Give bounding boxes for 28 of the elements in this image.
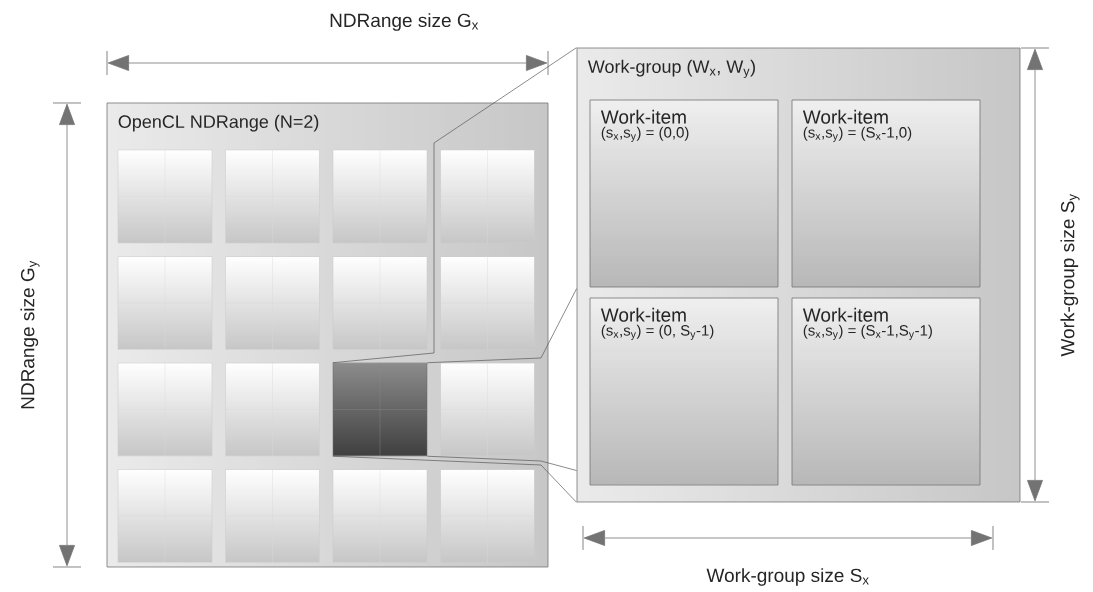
dimension-label: NDRange size G$_{x}$: [330, 13, 479, 31]
zoom-line: [332, 455, 577, 503]
tile: [332, 469, 428, 563]
tile: [117, 256, 213, 350]
zoom-line: [426, 455, 577, 471]
tile: [117, 469, 213, 563]
zoom-line: [332, 47, 577, 364]
dimension-label: Work-group size S$_{y}$: [1060, 194, 1080, 357]
tile: [117, 149, 213, 244]
tile: [440, 469, 535, 563]
tile: [440, 256, 535, 350]
work-item-box: Work-item (s$_{x}$,s$_{y}$) = (0,0): [589, 99, 779, 288]
tile: [117, 362, 213, 457]
tile: [225, 149, 320, 244]
work-item-box: Work-item (s$_{x}$,s$_{y}$) = (S$_{x}$-1,0): [791, 99, 981, 288]
dimension-label: Work-group size S$_{x}$: [706, 568, 869, 586]
zoom-line: [426, 288, 577, 364]
highlighted-tile: [332, 362, 428, 457]
dimension-label: NDRange size G$_{y}$: [20, 260, 40, 409]
tile: [225, 362, 320, 457]
tile: [225, 469, 320, 563]
tile: [225, 256, 320, 350]
work-item-box: Work-item (s$_{x}$,s$_{y}$) = (0, S$_{y}$-1): [589, 297, 779, 486]
tile: [332, 256, 428, 350]
tile: [332, 149, 428, 244]
tile: [440, 149, 535, 244]
tile: [440, 362, 535, 457]
work-item-box: Work-item (s$_{x}$,s$_{y}$) = (S$_{x}$-1,S$_{y}$-1): [791, 297, 981, 486]
